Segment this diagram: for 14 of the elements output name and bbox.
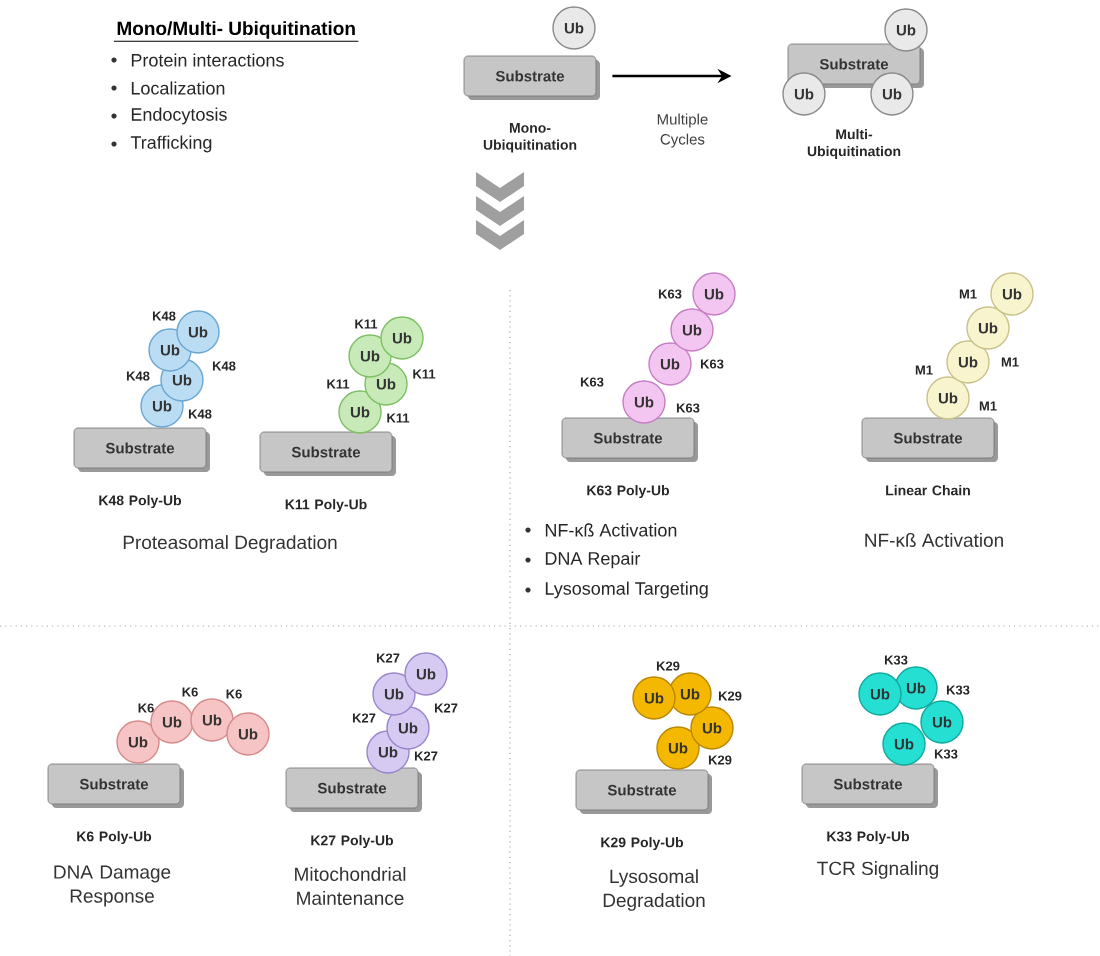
function-label: NF-κß Activation [865,533,1003,547]
bullet-item: DNA Repair [525,551,641,569]
function-label: Mitochondrial Maintenance [295,867,406,905]
function-label: Lysosomal Degradation [603,869,705,911]
function-label: Proteasomal Degradation [123,535,337,553]
bullet-item: NF-κß Activation [525,523,677,537]
bullet-item: Endocytosis [111,107,227,125]
function-label: TCR Signaling [817,861,938,879]
bullet-item: Trafficking [111,135,212,153]
bullet-item: Lysosomal Targeting [525,581,708,599]
bullet-item: Localization [111,81,225,95]
bullet-item: Protein interactions [111,53,284,67]
list-heading: Mono/Multi- Ubiquitination [113,21,359,42]
function-label: DNA Damage Response [54,865,171,907]
